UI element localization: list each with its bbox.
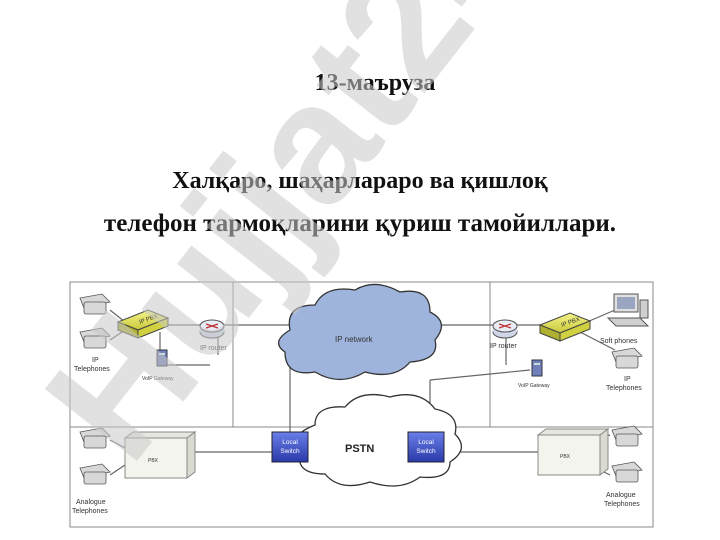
ip-pbx-right: IP PBX [538, 312, 592, 342]
analogue-right-line2: Telephones [604, 501, 640, 508]
ip-pbx-left: IP PBX [116, 309, 170, 339]
analogue-right-line1: Analogue [606, 492, 636, 499]
local-switch-left-line1: Local [282, 439, 298, 446]
pbx-right: PBX [536, 428, 610, 476]
diagram-frame [69, 281, 654, 528]
ip-network-cloud: IP network [278, 283, 442, 381]
pstn-label: PSTN [345, 443, 374, 455]
voip-gateway-left: VoIP Gateway [142, 349, 174, 382]
local-switch-right-line2: Switch [416, 448, 436, 455]
network-diagram: IP network PSTN IP PBX IP PBX IP router … [69, 281, 654, 528]
ip-telephones-right-line2: Telephones [606, 385, 642, 392]
pbx-left-label: PBX [148, 458, 159, 464]
ip-router-right-label: IP router [490, 343, 517, 350]
title-line-1: Халқаро, шаҳарлараро ва қишлоқ [172, 168, 548, 194]
ip-telephones-right-line1: IP [624, 376, 631, 383]
computer-icon [606, 293, 650, 327]
ip-telephones-left-line1: IP [92, 357, 99, 364]
analogue-left-line2: Telephones [72, 508, 108, 515]
voip-gateway-left-label: VoIP Gateway [142, 376, 174, 382]
phone-icon [79, 293, 643, 485]
soft-phones-label: Soft phones [600, 338, 638, 345]
ip-telephones-left-line2: Telephones [74, 366, 110, 373]
local-switch-right: Local Switch [407, 431, 445, 463]
ip-network-label: IP network [335, 335, 374, 344]
analogue-left-line1: Analogue [76, 499, 106, 506]
ip-router-left-label: IP router [200, 345, 227, 352]
title-line-2: телефон тармоқларини қуриш тамойиллари. [103, 210, 617, 237]
ip-router-right: IP router [490, 319, 518, 350]
pbx-right-label: PBX [560, 454, 571, 460]
pbx-left: PBX [123, 431, 197, 479]
local-switch-left: Local Switch [271, 431, 309, 463]
pstn-cloud: PSTN [294, 393, 462, 487]
ip-router-left: IP router [199, 319, 227, 352]
voip-gateway-right: VoIP Gateway [518, 359, 550, 389]
lecture-number: 13-маъруза [314, 70, 436, 96]
voip-gateway-right-label: VoIP Gateway [518, 383, 550, 389]
local-switch-right-line1: Local [418, 439, 434, 446]
local-switch-left-line2: Switch [280, 448, 300, 455]
